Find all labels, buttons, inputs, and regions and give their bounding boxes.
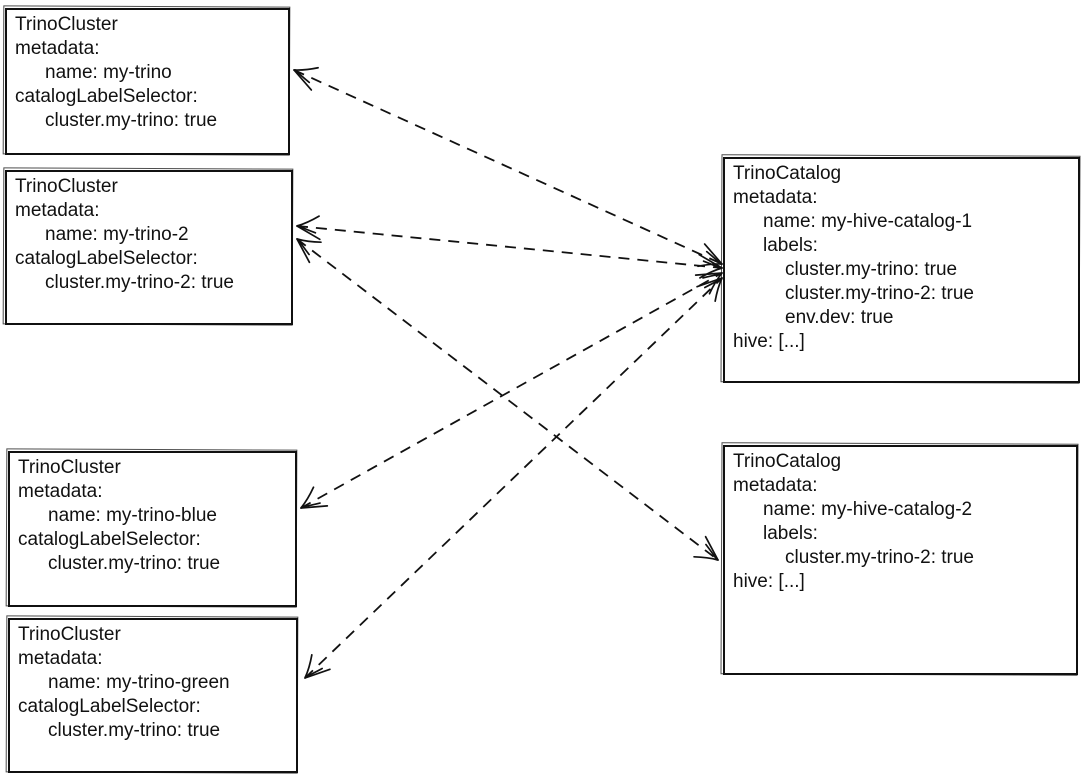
trino-cluster-box-my-trino: TrinoCluster metadata: name: my-trino ca… xyxy=(5,8,290,155)
trino-catalog-box-my-hive-catalog-2: TrinoCatalog metadata: name: my-hive-cat… xyxy=(723,445,1078,675)
yaml-line: name: my-trino xyxy=(45,62,172,83)
resource-kind: TrinoCatalog xyxy=(733,163,842,184)
yaml-line: env.dev: true xyxy=(785,307,894,328)
yaml-line: catalogLabelSelector: xyxy=(18,529,201,550)
resource-kind: TrinoCatalog xyxy=(733,451,842,472)
yaml-line: name: my-trino-green xyxy=(48,672,230,693)
yaml-line: name: my-hive-catalog-2 xyxy=(763,499,973,520)
edge-my-trino-blue--my-hive-catalog-1 xyxy=(300,272,723,509)
yaml-line: metadata: xyxy=(15,38,100,59)
yaml-line: labels: xyxy=(763,523,818,544)
yaml-line: cluster.my-trino-2: true xyxy=(785,547,974,568)
yaml-line: metadata: xyxy=(15,200,100,221)
yaml-line: catalogLabelSelector: xyxy=(15,248,198,269)
edge-my-trino-2--my-hive-catalog-1 xyxy=(296,215,723,279)
yaml-line: catalogLabelSelector: xyxy=(18,696,201,717)
yaml-line: labels: xyxy=(763,235,818,256)
edge-my-trino--my-hive-catalog-1 xyxy=(293,66,723,268)
edge-my-trino-green--my-hive-catalog-1 xyxy=(304,277,723,679)
yaml-line: cluster.my-trino-2: true xyxy=(45,272,234,293)
yaml-line: hive: [...] xyxy=(733,571,805,592)
resource-kind: TrinoCluster xyxy=(18,457,121,478)
yaml-line: hive: [...] xyxy=(733,331,805,352)
trino-catalog-box-my-hive-catalog-1: TrinoCatalog metadata: name: my-hive-cat… xyxy=(723,157,1080,383)
yaml-line: cluster.my-trino: true xyxy=(45,110,218,131)
yaml-line: metadata: xyxy=(18,481,103,502)
yaml-line: cluster.my-trino-2: true xyxy=(785,283,974,304)
yaml-line: cluster.my-trino: true xyxy=(785,259,958,280)
resource-kind: TrinoCluster xyxy=(15,176,118,197)
trino-cluster-box-my-trino-green: TrinoCluster metadata: name: my-trino-gr… xyxy=(8,618,298,773)
edge-my-trino-2--my-hive-catalog-2 xyxy=(296,238,719,561)
trino-cluster-box-my-trino-2: TrinoCluster metadata: name: my-trino-2 … xyxy=(5,170,293,325)
resource-kind: TrinoCluster xyxy=(15,14,118,35)
yaml-line: name: my-trino-blue xyxy=(48,505,217,526)
yaml-line: cluster.my-trino: true xyxy=(48,553,221,574)
yaml-line: metadata: xyxy=(733,475,818,496)
yaml-line: cluster.my-trino: true xyxy=(48,720,221,741)
trino-cluster-box-my-trino-blue: TrinoCluster metadata: name: my-trino-bl… xyxy=(8,451,297,607)
yaml-line: metadata: xyxy=(18,648,103,669)
yaml-line: name: my-hive-catalog-1 xyxy=(763,211,973,232)
yaml-line: catalogLabelSelector: xyxy=(15,86,198,107)
yaml-line: metadata: xyxy=(733,187,818,208)
yaml-line: name: my-trino-2 xyxy=(45,224,189,245)
resource-kind: TrinoCluster xyxy=(18,624,121,645)
